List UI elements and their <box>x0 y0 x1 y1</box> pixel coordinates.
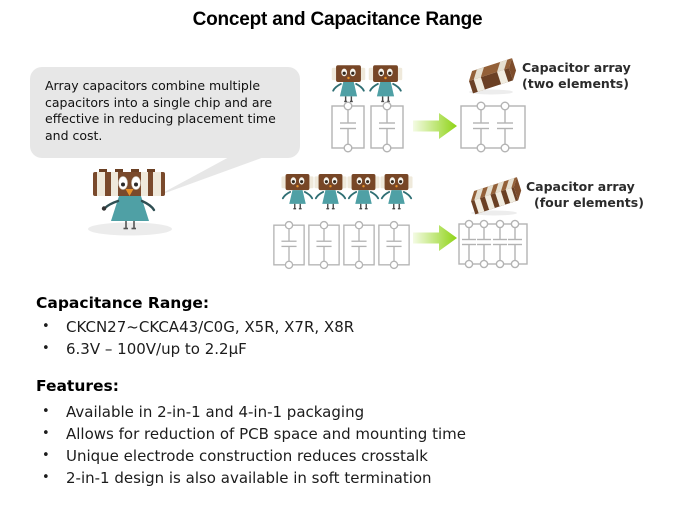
capacitor-symbol-icon <box>273 220 305 270</box>
row1-mascot-characters <box>331 61 403 105</box>
capacitor-symbol-icon <box>378 220 410 270</box>
list-item: • 2-in-1 design is also available in sof… <box>36 467 636 489</box>
row2-single-capacitor-symbols <box>272 219 411 271</box>
label-line1: Capacitor array <box>522 60 631 75</box>
bullet-icon: • <box>42 341 50 356</box>
capacitor-symbol-icon <box>308 220 340 270</box>
list-item: • Allows for reduction of PCB space and … <box>36 423 636 445</box>
capacitance-range-list: • CKCN27~CKCA43/C0G, X5R, X7R, X8R • 6.3… <box>36 316 636 360</box>
mascot-character-icon <box>368 64 403 103</box>
row2-mascot-characters <box>281 169 413 213</box>
capacitor-symbol-icon <box>343 220 375 270</box>
bullet-icon: • <box>42 426 50 441</box>
capacitor-array-four-label: Capacitor array (four elements) <box>526 179 644 211</box>
list-item-text: Unique electrode construction reduces cr… <box>66 447 428 465</box>
capacitor-array-4-symbol <box>458 219 528 269</box>
label-line1: Capacitor array <box>526 179 635 194</box>
page-title: Concept and Capacitance Range <box>192 9 483 30</box>
row1-single-capacitor-symbols <box>330 100 405 154</box>
list-item-text: Available in 2-in-1 and 4-in-1 packaging <box>66 403 365 421</box>
green-arrow-icon <box>413 113 457 139</box>
mascot-character-icon <box>281 173 314 210</box>
features-list: • Available in 2-in-1 and 4-in-1 packagi… <box>36 401 636 489</box>
mascot-bird-icon <box>88 169 172 236</box>
list-item: • 6.3V – 100V/up to 2.2µF <box>36 338 636 360</box>
capacitance-range-section: Capacitance Range: • CKCN27~CKCA43/C0G, … <box>36 294 636 360</box>
speech-bubble-text: Array capacitors combine multiple capaci… <box>45 78 276 143</box>
capacitor-array-2-symbol <box>460 101 526 153</box>
capacitor-symbol-icon <box>331 101 365 153</box>
list-item: • CKCN27~CKCA43/C0G, X5R, X7R, X8R <box>36 316 636 338</box>
capacitor-symbol-icon <box>370 101 404 153</box>
features-section: Features: • Available in 2-in-1 and 4-in… <box>36 377 636 489</box>
capacitor-array-two-label: Capacitor array (two elements) <box>522 60 631 92</box>
mascot-character-icon <box>347 173 380 210</box>
label-line2: (two elements) <box>522 76 629 91</box>
features-heading: Features: <box>36 377 119 395</box>
mascot-character-icon <box>331 64 366 103</box>
bullet-icon: • <box>42 319 50 334</box>
mascot-character-icon <box>380 173 413 210</box>
list-item: • Unique electrode construction reduces … <box>36 445 636 467</box>
chip-four-element-image <box>471 177 522 216</box>
bullet-icon: • <box>42 448 50 463</box>
list-item-text: 6.3V – 100V/up to 2.2µF <box>66 340 247 358</box>
speech-bubble: Array capacitors combine multiple capaci… <box>30 67 300 158</box>
list-item-text: 2-in-1 design is also available in soft … <box>66 469 432 487</box>
chip-two-element-image <box>469 58 517 95</box>
bullet-icon: • <box>42 404 50 419</box>
speech-bubble-tail <box>157 156 267 196</box>
list-item-text: CKCN27~CKCA43/C0G, X5R, X7R, X8R <box>66 318 355 336</box>
list-item: • Available in 2-in-1 and 4-in-1 packagi… <box>36 401 636 423</box>
green-arrow-icon <box>413 225 457 251</box>
label-line2: (four elements) <box>534 195 644 210</box>
list-item-text: Allows for reduction of PCB space and mo… <box>66 425 466 443</box>
bullet-icon: • <box>42 470 50 485</box>
mascot-character-icon <box>314 173 347 210</box>
capacitance-range-heading: Capacitance Range: <box>36 294 210 312</box>
